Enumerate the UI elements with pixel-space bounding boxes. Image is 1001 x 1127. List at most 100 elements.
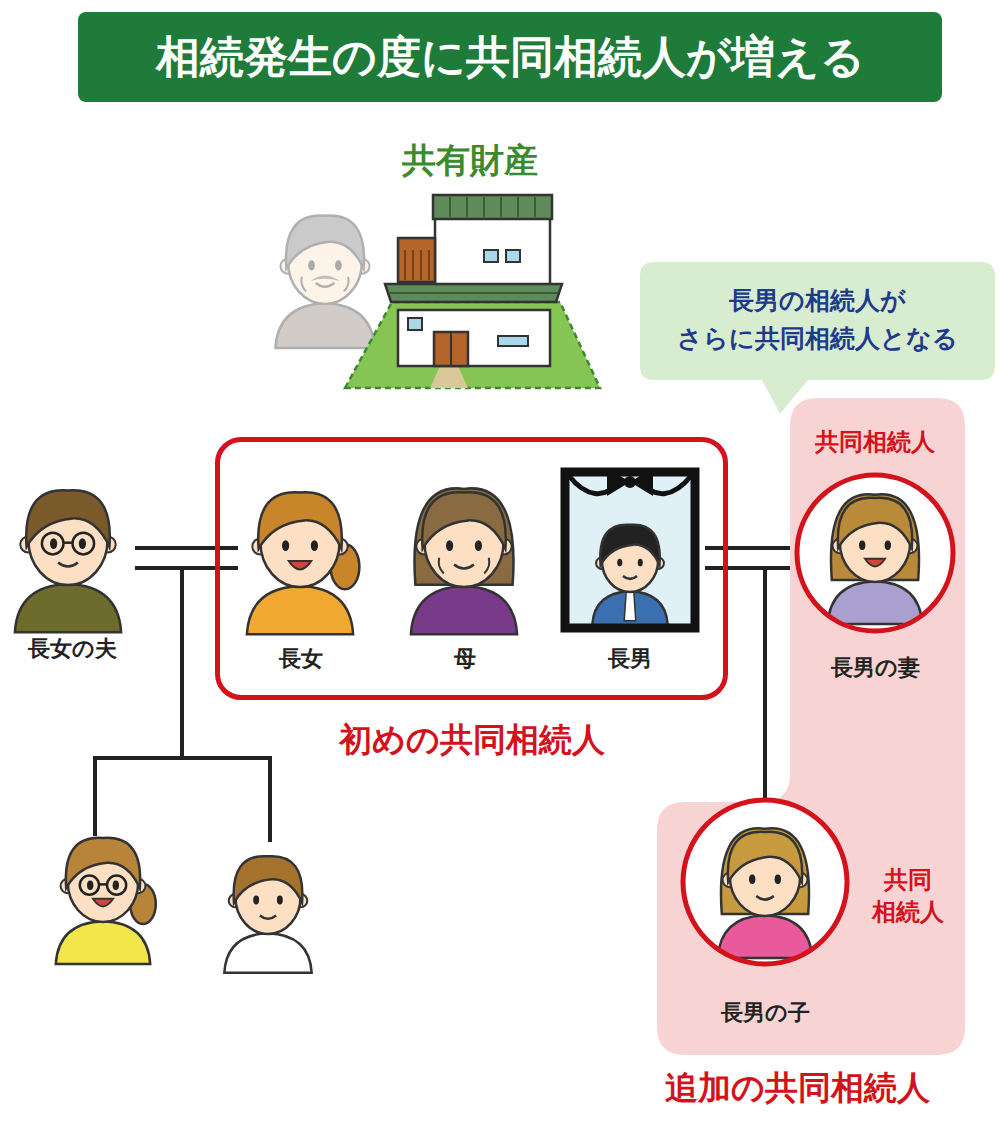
illustration-part [885,540,891,550]
status-label: 共同相続人 [790,428,960,457]
illustration-part [404,250,406,280]
node-label: 長女の夫 [10,636,135,662]
illustration-part [434,332,468,366]
illustration-part [411,586,517,634]
person-figure: 長女の夫 [10,450,135,665]
highlight-circle [797,475,953,631]
illustration-part [466,197,468,217]
grandchild-figure [56,838,156,964]
person-figure: 共同 相続人長男の子 [680,800,955,1045]
illustration-part [433,195,552,219]
illustration-part [286,216,364,269]
illustration-part [73,533,95,555]
node-illustration [402,460,527,678]
illustration-part [865,559,885,567]
illustration-part [258,492,342,548]
illustration-part [430,366,468,388]
illustration-part [483,197,485,217]
illustration-part [623,576,637,579]
node-label: 初めの共同相続人 [220,720,723,760]
illustration-part [234,856,303,902]
memorial-frame [565,472,695,628]
illustration-part [449,197,451,217]
callout-bubble: 長男の相続人が さらに共同相続人となる [640,262,995,380]
illustration-part [26,490,110,546]
illustration-part [506,250,520,262]
illustration-part [344,277,349,292]
section-label: 共有財産 [320,140,620,181]
illustration-part [277,896,283,905]
speech-bubble [640,262,995,414]
illustration-part [592,525,668,624]
illustration-part [428,250,430,280]
person-figure: 母 [402,460,527,678]
family-tree-line [93,568,272,842]
illustration-part [859,540,865,550]
illustration-part [435,215,550,285]
marriage-line [135,548,238,568]
node-label: 長男の妻 [790,655,960,681]
deceased-grandfather [275,216,374,348]
illustration-part [80,876,99,895]
illustration-part [388,292,559,294]
illustration-part [15,584,121,632]
illustration-part [398,238,435,282]
illustration-part [301,277,306,292]
mourning-ribbon [607,468,653,496]
illustration-part [224,933,311,973]
highlight-circle [683,800,847,964]
illustration-part [335,260,342,270]
node-illustration [238,460,363,678]
illustration-part [775,874,781,884]
marriage-line [705,548,790,568]
status-label: 共同 相続人 [866,864,950,929]
illustration-part [308,260,315,270]
illustration-part [411,488,517,634]
illustration-part [275,303,374,348]
illustration-part [565,472,695,628]
illustration-part [58,563,78,567]
illustration-part [93,899,113,907]
illustration-part [56,921,150,964]
illustration-part [683,800,847,964]
illustration-part [728,832,802,882]
illustration-part [624,592,636,621]
illustration-part [385,284,562,302]
illustration-part [749,874,755,884]
node-illustration [10,450,135,665]
illustration-part [247,492,360,634]
illustration-part [289,561,312,570]
illustration-part [454,565,474,569]
illustration-part [113,880,119,890]
illustration-part [310,276,339,281]
illustration-part [253,896,259,905]
illustration-part [107,876,126,895]
person-figure: 長男 [555,460,705,678]
node-label: 母 [402,646,527,672]
illustration-part [398,310,550,366]
illustration-part [64,541,73,544]
illustration-part [838,498,912,548]
house-illustration [345,195,600,388]
title-bar: 相続発生の度に共同相続人が増える [78,12,942,102]
illustration-part [517,197,519,217]
descent-line [705,568,765,800]
illustration-part [311,540,318,551]
illustration-part [260,916,276,919]
illustration-part [42,533,64,555]
node-illustration [640,262,995,380]
illustration-part [828,581,922,624]
illustration-part [718,915,812,958]
illustration-part [828,494,922,624]
illustration-part [316,283,334,287]
node-label: 追加の共同相続人 [627,1068,967,1108]
illustration-part [15,490,121,632]
illustration-part [345,302,600,388]
node-label: 長男 [555,646,705,672]
illustration-part [569,476,691,494]
illustration-part [408,318,422,330]
node-label: 長男の相続人が さらに共同相続人となる [640,282,995,357]
illustration-part [600,525,659,565]
